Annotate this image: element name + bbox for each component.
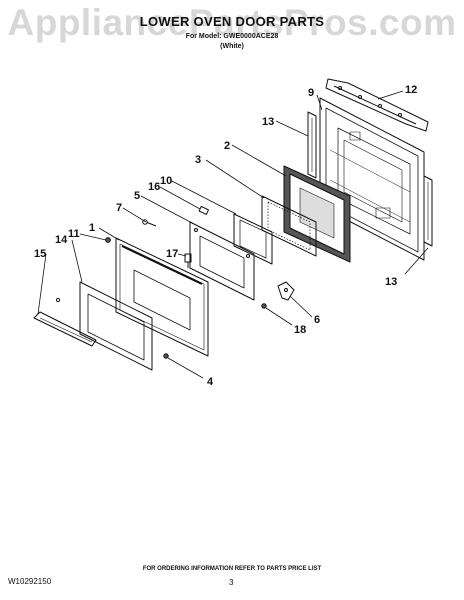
part-7-screw <box>142 219 157 227</box>
page-number: 3 <box>229 578 234 587</box>
callout-2: 2 <box>224 140 230 152</box>
callout-16: 16 <box>148 181 160 193</box>
part-4-screw <box>163 353 169 359</box>
document-number: W10292150 <box>8 577 52 586</box>
model-line: For Model: GWE0000ACE28 <box>185 33 279 40</box>
part-11-screw <box>105 237 111 243</box>
callout-11: 11 <box>68 228 80 240</box>
callout-5: 5 <box>134 190 140 202</box>
part-15-handle <box>33 297 97 347</box>
callout-9: 9 <box>308 87 314 99</box>
callout-18: 18 <box>294 324 306 336</box>
color-label: (White) <box>220 43 244 50</box>
leader-lines <box>37 90 429 379</box>
callout-12: 12 <box>405 84 417 96</box>
part-18-screw <box>261 303 267 309</box>
ordering-note: FOR ORDERING INFORMATION REFER TO PARTS … <box>142 566 322 572</box>
callout-14: 14 <box>55 234 68 246</box>
part-9-inner-liner <box>319 97 425 261</box>
callout-13-lower: 13 <box>385 276 397 288</box>
callout-17: 17 <box>166 248 178 260</box>
part-2-door-frame <box>283 165 351 263</box>
part-3-insulation-panel <box>261 195 317 257</box>
part-16-clip <box>198 205 209 215</box>
page-title: LOWER OVEN DOOR PARTS <box>139 14 325 29</box>
part-13-right-rail <box>423 175 433 247</box>
callout-1: 1 <box>89 222 95 234</box>
part-10-inner-window <box>233 213 273 265</box>
part-5-door-panel <box>189 221 255 301</box>
part-6-hinge <box>277 281 295 301</box>
part-12-top-strip <box>325 78 429 132</box>
part-14-outer-glass <box>79 281 153 371</box>
callout-6: 6 <box>314 314 320 326</box>
part-1-outer-door <box>115 237 209 357</box>
watermark-text: AppliancePartsPros.com <box>7 2 457 43</box>
callout-4: 4 <box>207 376 214 388</box>
callout-7: 7 <box>116 202 122 214</box>
part-17-screw <box>184 253 192 268</box>
callout-3: 3 <box>195 154 201 166</box>
callout-15: 15 <box>34 248 46 260</box>
callout-13-upper: 13 <box>262 116 274 128</box>
part-13-left-rail <box>307 111 317 179</box>
callout-10: 10 <box>160 175 172 187</box>
